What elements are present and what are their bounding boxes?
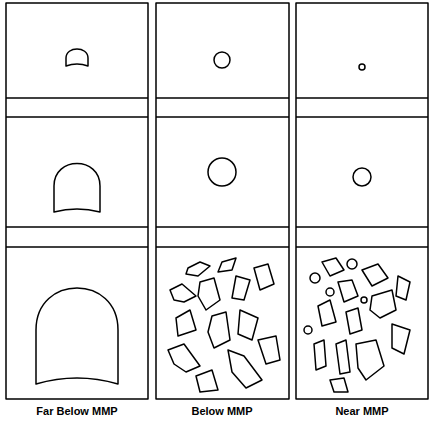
separator-line [156, 97, 289, 99]
fragment [356, 340, 384, 380]
fragment [176, 310, 196, 336]
gas-bubble [208, 158, 236, 186]
small-bubble [361, 297, 367, 303]
separator-line [296, 246, 428, 248]
separator-line [296, 97, 428, 99]
fragment [346, 308, 362, 334]
separator-line [156, 116, 289, 118]
fragment [208, 312, 230, 348]
column-frame [6, 3, 148, 399]
fragment [170, 284, 196, 302]
fragment [228, 350, 262, 388]
gas-bubble [214, 52, 230, 68]
fragment [314, 340, 326, 370]
fragment [318, 300, 336, 326]
gas-bubble [54, 164, 100, 213]
fragment [258, 336, 280, 364]
fragment [330, 378, 348, 392]
gas-bubble [36, 288, 118, 384]
small-bubble [347, 259, 357, 269]
separator-line [156, 226, 289, 228]
gas-bubble [66, 49, 88, 66]
column-label: Far Below MMP [7, 405, 147, 417]
fragment [196, 370, 218, 392]
separator-line [296, 226, 428, 228]
column-label: Below MMP [152, 405, 292, 417]
small-bubble [304, 326, 312, 334]
column-label: Near MMP [292, 405, 432, 417]
separator-line [156, 246, 289, 248]
fragment [338, 280, 358, 302]
fragment [362, 264, 388, 286]
separator-line [6, 246, 148, 248]
separator-line [6, 97, 148, 99]
fragment [238, 310, 258, 340]
gas-bubble [359, 64, 365, 70]
fragment [336, 340, 350, 374]
fragment [198, 278, 220, 310]
separator-line [6, 116, 148, 118]
column-frame [156, 3, 289, 399]
bubble-fragments [304, 258, 410, 392]
fragment [392, 324, 410, 354]
fragment [322, 258, 344, 276]
fragment [370, 290, 396, 318]
gas-bubble [353, 168, 371, 186]
fragment [396, 276, 410, 300]
fragment [218, 258, 236, 272]
fragment [186, 262, 210, 276]
panel-separators [6, 98, 428, 247]
fragment [232, 276, 250, 300]
fragment [168, 344, 200, 372]
small-bubble [310, 273, 320, 283]
column-frame [296, 3, 428, 399]
separator-line [6, 226, 148, 228]
small-bubble [326, 288, 334, 296]
fragment [254, 264, 274, 290]
bubble-fragments [168, 258, 280, 392]
separator-line [296, 116, 428, 118]
